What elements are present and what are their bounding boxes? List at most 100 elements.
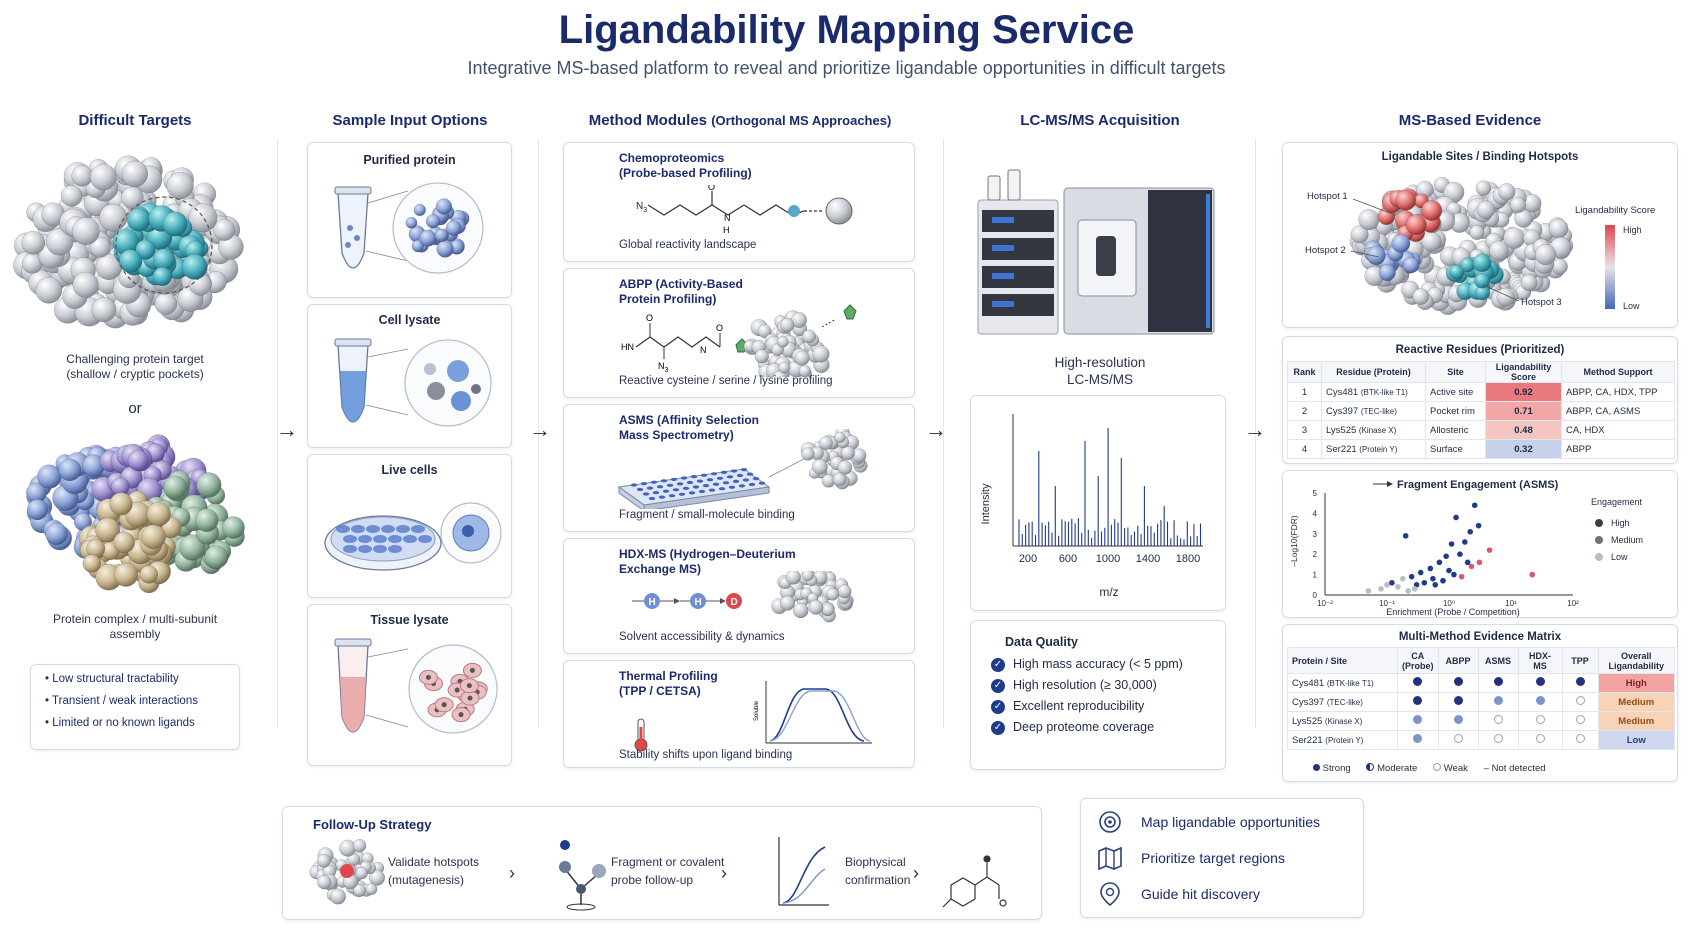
atom-sphere [45,228,74,256]
score-cell: 0.92 [1485,382,1562,402]
scatter-point-low [1411,586,1418,592]
hdx-exchange-icon: H H D [632,571,854,623]
map-icon [1098,846,1122,871]
module-card-chemoproteomics: Chemoproteomics(Probe-based Profiling) N… [563,142,915,262]
scatter-point-high [1468,563,1475,570]
atom-sphere [35,276,63,304]
atom-sphere [154,292,178,315]
evidence-cell [1477,692,1519,712]
hotspot-atom [1474,273,1490,289]
spectrum-tick-label: 1400 [1136,553,1160,565]
plate-well [698,489,706,494]
column-header: Rank [1287,361,1322,383]
module-description: Stability shifts upon ligand binding [619,749,793,761]
scatter-point-medium [1389,579,1395,586]
input-card-cell-lysate: Cell lysate [307,304,512,448]
target1-caption-line1: Challenging protein target [66,352,204,366]
overall-ligandability-cell: Low [1597,730,1675,750]
y-tick-label: 4 [1313,509,1318,518]
module-description: Solvent accessibility & dynamics [619,631,785,643]
column-header: ASMS [1477,647,1519,674]
spectrum-tick-label: 600 [1059,553,1077,565]
data-quality-item: ✓High resolution (≥ 30,000) [991,678,1225,699]
atom-sphere [317,875,332,890]
module-title-line1: ABPP (Activity-Based [619,277,743,291]
atom-sphere [196,472,222,498]
plate-well [666,483,674,487]
fragment-engagement-card: Fragment Engagement (ASMS) –Log10(FDR) E… [1282,470,1678,618]
rank-cell: 4 [1287,439,1322,459]
module-description: Global reactivity landscape [619,239,757,251]
target-feature-label: Transient / weak interactions [52,695,198,707]
residue-cell: Cys481 (BTK-like T1) [1321,382,1426,402]
spectrum-tick-label: 200 [1019,553,1037,565]
evidence-cell [1397,711,1439,731]
plate-well [752,477,760,481]
cell [343,535,357,543]
check-icon: ✓ [991,699,1005,714]
atom-sphere [1548,218,1569,239]
plate-well [662,489,670,493]
column-header: ABPP [1437,647,1479,674]
data-quality-card: Data Quality ✓High mass accuracy (< 5 pp… [970,620,1226,770]
legend-label: High [1611,518,1630,528]
scatter-point-high [1529,571,1536,578]
followup-step: Fragment or covalent probe follow-up [611,853,724,889]
module-title-line2: Mass Spectrometry) [619,428,734,442]
cell [388,545,402,553]
plate-well [678,492,686,496]
followup-card: Follow-Up Strategy › › › Validate hotspo… [282,806,1042,920]
atom-sphere [435,198,453,215]
column-header: Ligandability Score [1485,361,1562,383]
atom-sphere [812,345,830,363]
atom-sphere [353,883,367,897]
scatter-point-medium [1467,528,1474,535]
plate-well [738,484,746,488]
cell-nucleus [454,687,460,693]
atom-sphere [411,239,424,253]
evidence-cell [1437,673,1479,693]
target2-caption-line2: assembly [109,627,161,641]
hydrogen-atom: H [649,597,656,608]
atom-sphere [1509,196,1527,213]
col-header-inputs: Sample Input Options [332,112,488,129]
check-icon: ✓ [991,678,1005,693]
flow-arrow-icon: → [529,417,551,442]
scatter-point-medium [1443,553,1449,560]
site-cell: Pocket rim [1425,401,1486,421]
plate-well [668,494,676,498]
protein-site-cell: Ser221 (Protein Y) [1287,730,1398,750]
atom-sphere [194,508,219,532]
score-scale-bar [1605,225,1615,309]
atom-sphere [1475,180,1492,196]
chevron-right-icon: › [913,863,919,883]
followup-step-line1: Fragment or covalent [611,855,725,869]
scatter-point-medium [1436,559,1443,566]
atom-sphere [1350,225,1369,244]
protein-site-cell: Cys397 (TEC-like) [1287,692,1398,712]
spectrum-ylabel: Intensity [980,483,992,524]
legend-marker [1595,519,1603,527]
cell-nucleus [467,695,473,701]
chevron-right-icon: › [509,863,515,883]
check-icon: ✓ [991,720,1005,735]
outcome-item: Guide hit discovery [1097,881,1260,907]
table-row: Lys525 (Kinase X)Medium [1287,711,1675,731]
reactive-residues-card: Reactive Residues (Prioritized) Rank Res… [1282,336,1678,464]
moderate-dot-icon [1413,734,1423,743]
atom-sphere [368,869,385,886]
legend-label: Low [1611,552,1628,562]
strong-dot-icon [1453,696,1463,705]
target1-caption: Challenging protein target (shallow / cr… [30,352,240,382]
atom-sphere [1534,243,1557,266]
x-tick-label: 10⁻¹ [1379,599,1395,608]
module-description: Fragment / small-molecule binding [619,509,795,521]
scatter-point-medium [1402,533,1409,539]
melt-curve-icon: Soluble [634,681,872,752]
atom-sphere [840,445,855,461]
atom-sphere [72,217,100,245]
matrix-title: Multi-Method Evidence Matrix [1398,631,1562,643]
input-label: Live cells [381,463,438,477]
outcomes-card: Map ligandable opportunities Prioritize … [1080,798,1364,918]
